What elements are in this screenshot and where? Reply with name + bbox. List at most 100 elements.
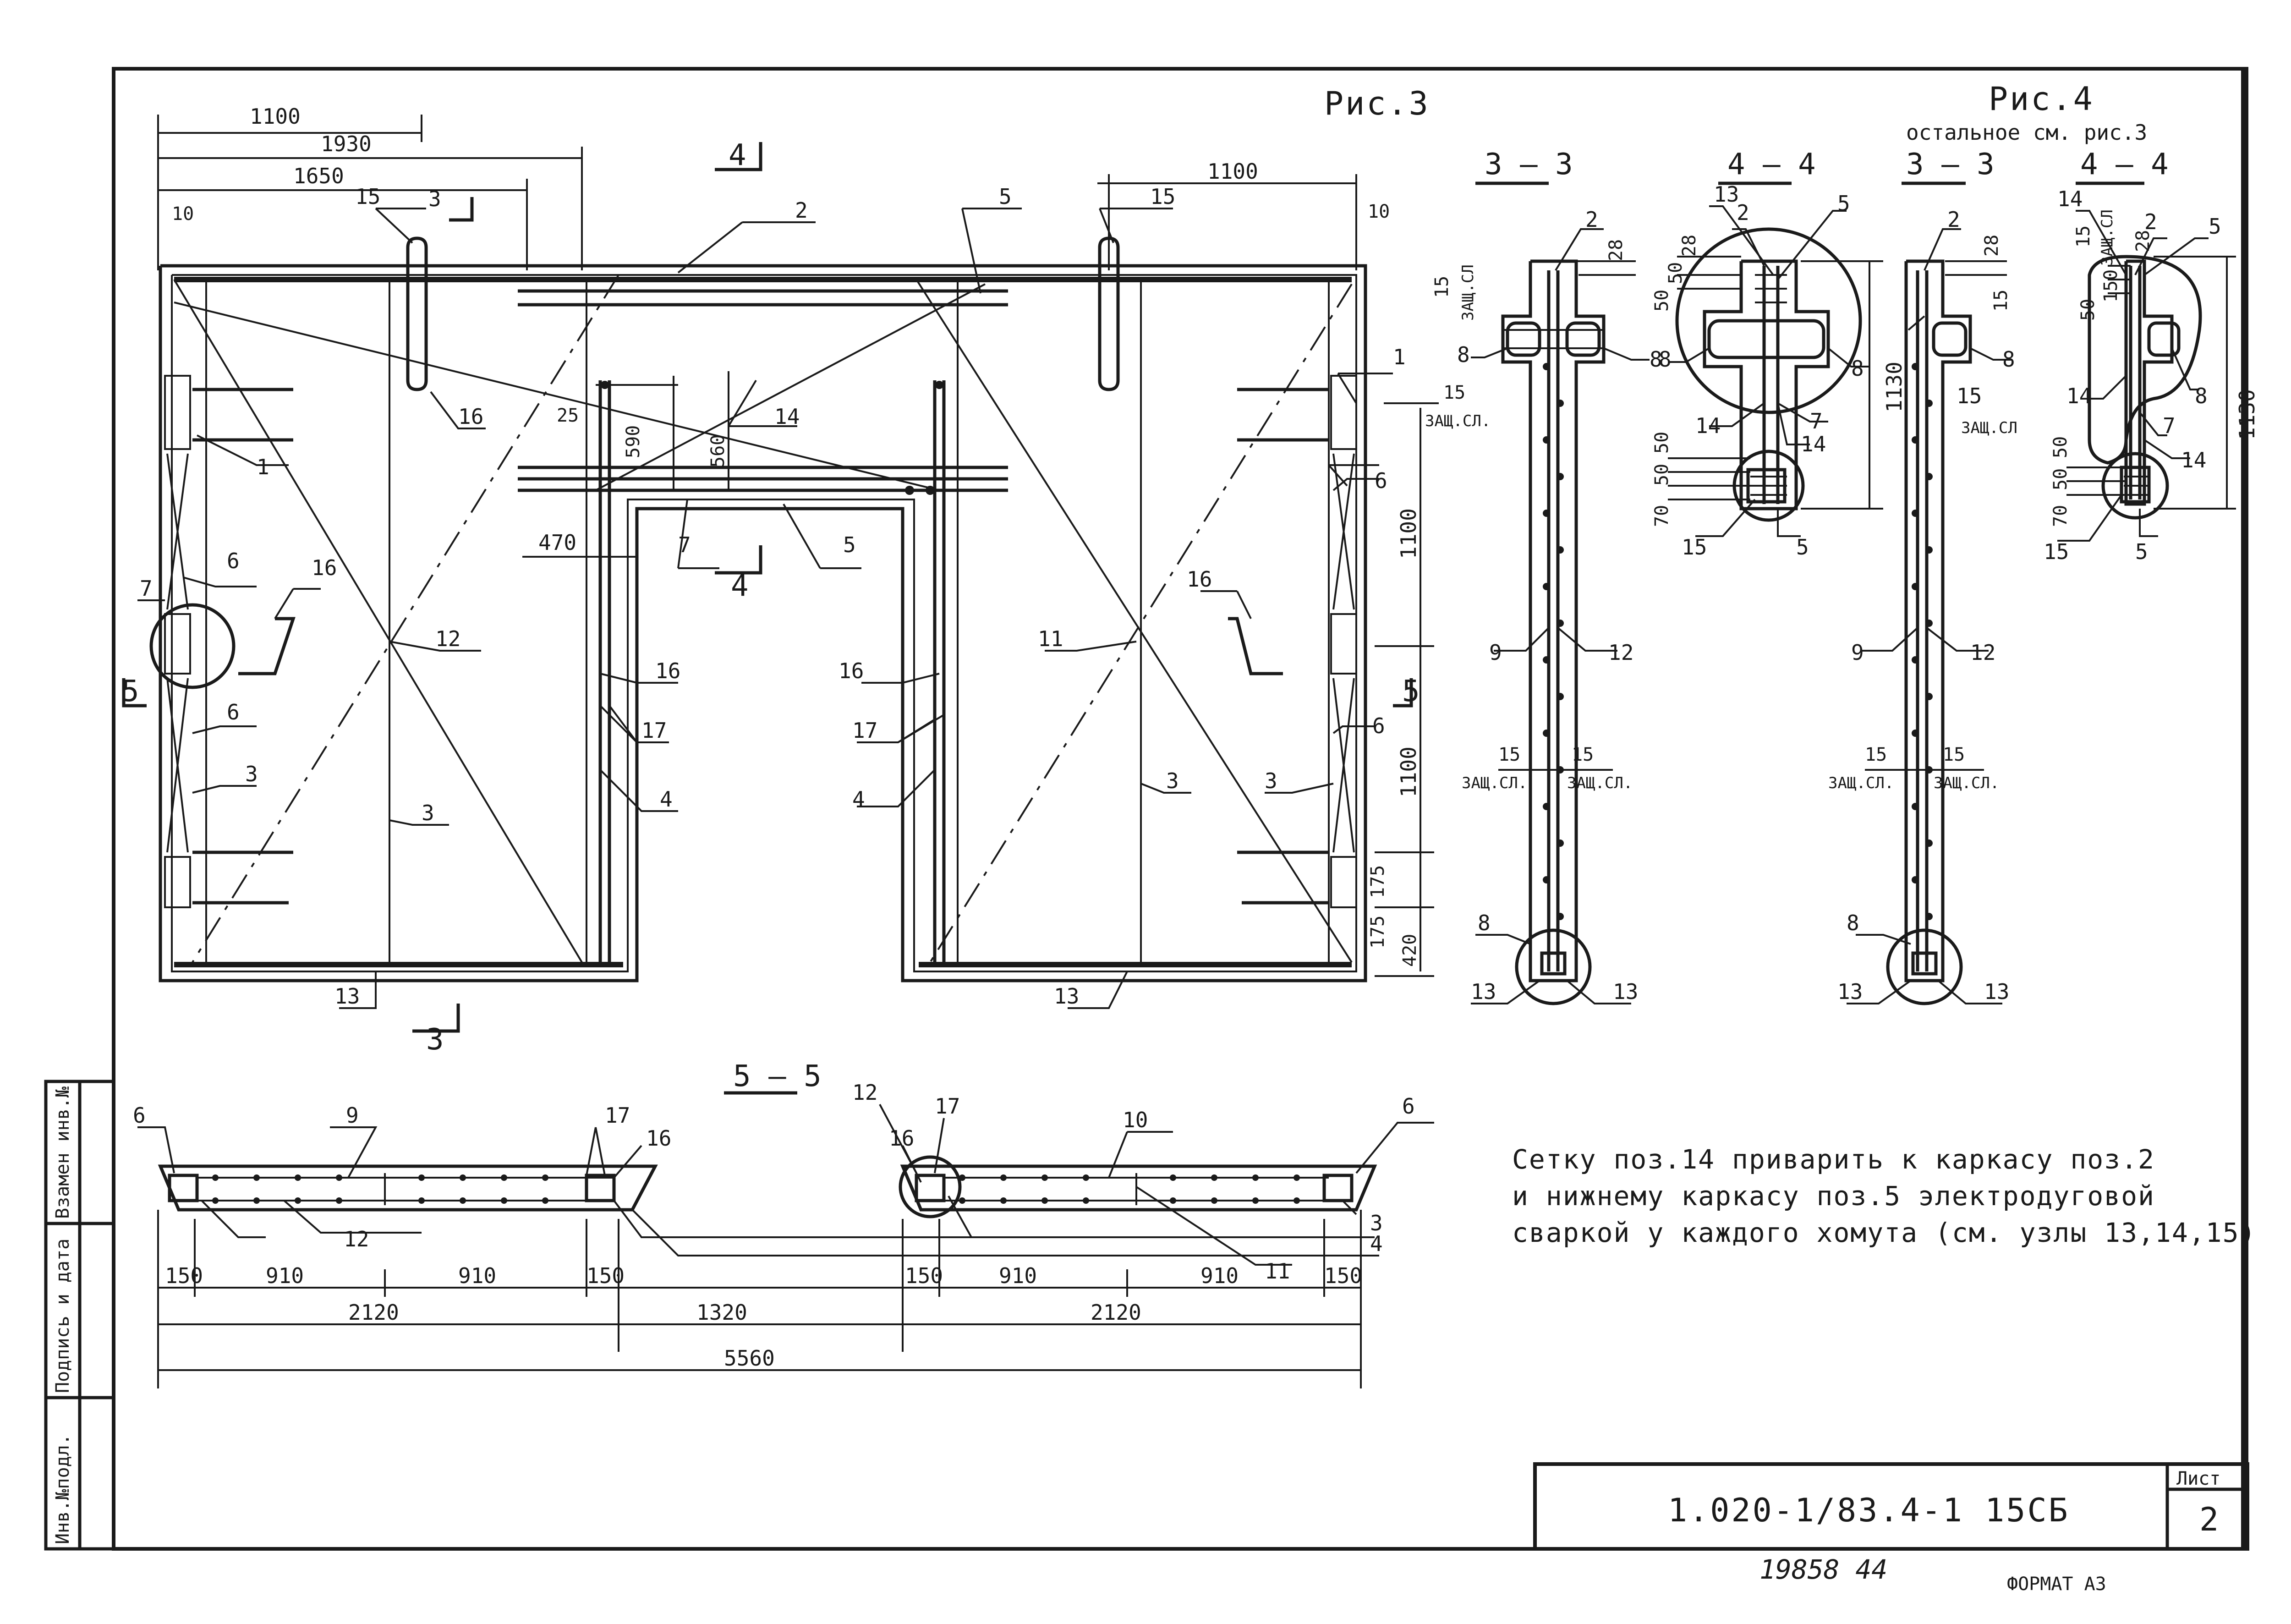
pos-7-s44b: 7 (2163, 413, 2176, 438)
fig3-elevation (149, 236, 1367, 982)
dim-50-s44a-b: 50 (1665, 262, 1686, 284)
pos-5-s44b-top: 5 (2209, 214, 2221, 239)
pos-7-fig3: 7 (678, 532, 691, 557)
pos-14-s44a-left: 14 (1695, 413, 1721, 438)
pos-13-fig3-right: 13 (1054, 984, 1079, 1009)
pos-5-fig3-top: 5 (999, 184, 1012, 209)
pos-3-fig3-inner: 3 (422, 801, 434, 825)
dim-2120-right: 2120 (1091, 1300, 1141, 1325)
pos-12-s33b: 12 (1970, 640, 1995, 665)
dim-50-s44a-d: 50 (1651, 464, 1672, 486)
dim-1100-lower: 1100 (1396, 746, 1421, 797)
cut-3-top: 3 (428, 187, 441, 211)
side-strip-inv: Инв.№подл. (52, 1434, 73, 1544)
section-3-3-fig4-leaders (1847, 228, 2011, 1004)
cut-4-mid: 4 (731, 569, 749, 603)
pos-14-s44a-right: 14 (1801, 432, 1826, 456)
pos-16-fig3-top: 16 (458, 404, 483, 429)
cut-3-bottom: 3 (426, 1023, 444, 1057)
pos-6-fig3-left-bottom: 6 (227, 700, 240, 724)
dim-70-s44a: 70 (1651, 505, 1672, 527)
fig4-title: Рис.4 (1989, 80, 2094, 118)
pos-4-s55: 4 (1370, 1231, 1383, 1256)
dim-150-a: 150 (165, 1263, 203, 1288)
pos-1-fig3-right: 1 (1393, 345, 1406, 369)
title-block (1533, 1462, 2249, 1551)
pos-17-fig3-right: 17 (852, 718, 877, 743)
top-dimension-lines (157, 115, 1357, 270)
cover-15-fig3: 15 (1443, 382, 1465, 403)
cut-5-left: 5 (121, 675, 139, 708)
cover-15-s33a-top: 15 (1431, 276, 1452, 298)
pos-9-s33a: 9 (1489, 640, 1502, 665)
pos-15-s44a: 15 (1682, 535, 1707, 560)
cover-abbr-s33b-l: ЗАЩ.СЛ. (1828, 774, 1894, 792)
cover-abbr-s33a-l: ЗАЩ.СЛ. (1462, 774, 1527, 792)
pos-5-s44a-top: 5 (1837, 191, 1850, 216)
section-3-3-fig3-leaders (1471, 228, 1650, 1004)
doc-code: 1.020-1/83.4-1 15СБ (1668, 1492, 2070, 1529)
pos-12-s55: 12 (344, 1227, 369, 1251)
dim-910-c: 910 (999, 1263, 1037, 1288)
dim-1130-s44a: 1130 (1882, 362, 1907, 412)
section-3-3-fig4: 3 – 3 (1906, 148, 1995, 181)
dim-175-a: 175 (1367, 865, 1388, 898)
pos-13-fig3-left: 13 (334, 984, 360, 1009)
dim-910-a: 910 (266, 1263, 304, 1288)
pos-5-fig3-mid: 5 (843, 532, 856, 557)
pos-7-fig3-left: 7 (140, 576, 153, 601)
dim-50-s44a-a: 50 (1651, 290, 1672, 312)
cover-abbr-s33b-r: ЗАЩ.СЛ. (1934, 774, 1999, 792)
dim-150-s44b: 150 (2100, 269, 2121, 302)
pos-2-fig3: 2 (795, 198, 808, 223)
dim-1930: 1930 (321, 132, 372, 156)
pos-16-fig3-mid-left: 16 (655, 658, 680, 683)
pos-2-s44a: 2 (1737, 200, 1749, 225)
section-3-3-fig4-dots (1912, 363, 1933, 920)
pos-1-fig3-left: 1 (257, 455, 269, 479)
pos-4-fig3-right: 4 (852, 787, 865, 812)
pos-15-fig3-left: 15 (355, 184, 380, 209)
sheet-number: 2 (2199, 1501, 2220, 1538)
dim-910-d: 910 (1200, 1263, 1239, 1288)
cover-15-s44b: 15 (2073, 225, 2094, 247)
pos-8-s44a-left: 8 (1659, 347, 1672, 372)
pos-16-s55-right: 16 (889, 1126, 914, 1151)
section-4-4-fig3: 4 – 4 (1727, 148, 1816, 181)
cover-abbr-s33a-r: ЗАЩ.СЛ. (1567, 774, 1633, 792)
cover-15-s33b-l: 15 (1865, 744, 1887, 765)
pos-14-s44b-mid: 14 (2066, 384, 2092, 408)
pos-3-fig3-mid: 3 (1166, 768, 1179, 793)
dim-420: 420 (1399, 934, 1420, 967)
side-strip-swap: Взамен инв.№ (52, 1086, 73, 1219)
cover-abbr-s33a-top: ЗАЩ.СЛ (1459, 264, 1477, 321)
pos-6-fig3-left-top: 6 (227, 549, 240, 573)
cover-abbr-s44b: ЗАЩ.СЛ (2098, 209, 2116, 266)
pos-16-fig3-mid-right: 16 (839, 658, 864, 683)
pos-17-s55-left: 17 (605, 1103, 630, 1128)
pos-6-fig3-right-top: 6 (1375, 468, 1387, 493)
pos-16-s55-left: 16 (646, 1126, 671, 1151)
dim-1130-s44b: 1130 (2235, 389, 2259, 440)
dim-470: 470 (538, 530, 576, 555)
pos-15-s44b: 15 (2044, 539, 2069, 564)
section-5-5-title: 5 – 5 (733, 1059, 822, 1093)
dim-1100-left: 1100 (250, 104, 301, 129)
dim-28-s33a: 28 (1606, 239, 1627, 261)
dim-5560: 5560 (724, 1346, 775, 1371)
pos-3-fig3-left: 3 (245, 762, 258, 786)
dim-50-s44b-b: 50 (2050, 436, 2071, 458)
pos-12-fig3: 12 (435, 626, 460, 651)
pos-14-s44b-right: 14 (2181, 448, 2206, 472)
pos-15-fig3-right: 15 (1150, 184, 1175, 209)
section-4-4-fig3-leaders (1668, 205, 1869, 537)
pos-8-s44a-right: 8 (1851, 356, 1864, 381)
dim-590: 590 (623, 425, 644, 458)
pos-11-s55: 11 (1265, 1259, 1290, 1284)
section-cut-marks (122, 142, 1413, 1033)
dim-150-b: 150 (586, 1263, 625, 1288)
cover-abbr-s33b-mid: ЗАЩ.СЛ (1961, 419, 2017, 437)
pos-14-s44b-top: 14 (2057, 187, 2083, 211)
pos-13-s44a: 13 (1714, 182, 1739, 207)
